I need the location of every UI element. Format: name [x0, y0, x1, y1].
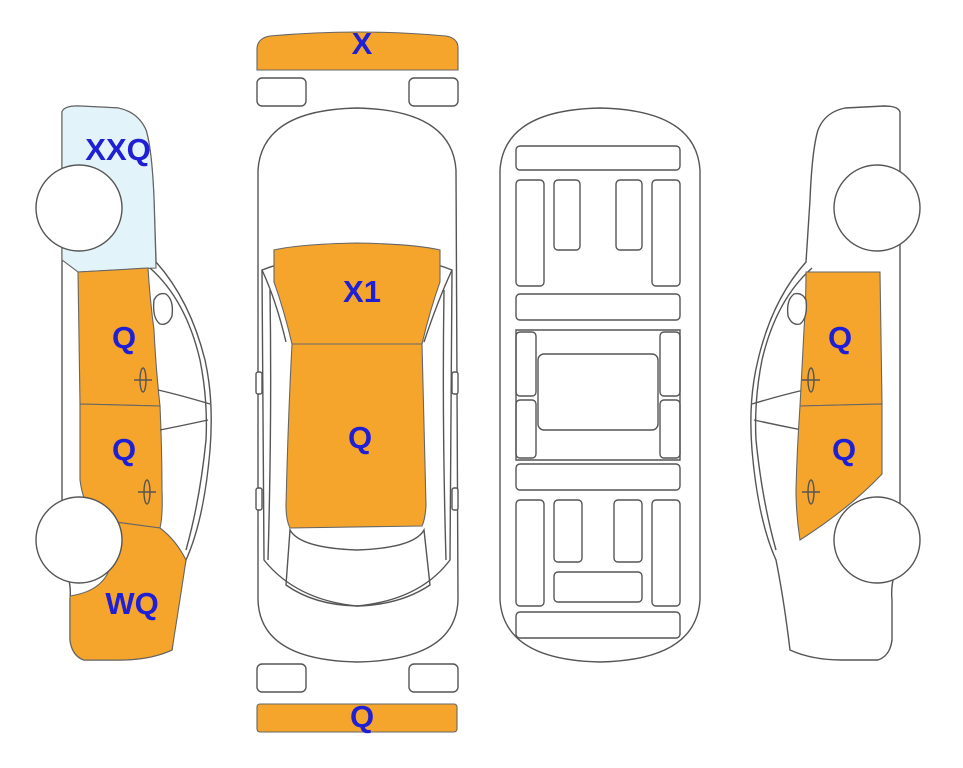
top-view-right-a-pillar: [423, 269, 453, 343]
left-rear-quarter-label: WQ: [105, 586, 158, 621]
underbody-front-left-inner: [553, 179, 581, 251]
front-right-light: [408, 77, 459, 107]
underbody-outline: [499, 107, 701, 663]
top-right-mirror: [451, 371, 459, 395]
underbody-rear-left-rail: [515, 499, 545, 607]
underbody-front-left-rail: [515, 179, 545, 287]
right-side-window-line-2: [753, 419, 803, 431]
underbody-left-sill-bottom: [515, 399, 537, 459]
underbody-mid-crossmember: [515, 293, 681, 321]
top-right-rear-handle: [451, 487, 459, 511]
top-view-right-rail: [442, 289, 447, 561]
underbody-front-crossmember: [515, 145, 681, 171]
roof-panel[interactable]: [285, 343, 427, 529]
right-mirror: [786, 292, 808, 326]
right-rear-door-handle: [802, 479, 820, 505]
underbody-view: [499, 107, 701, 663]
right-rear-wheel: [833, 496, 921, 584]
left-side-roofline: [149, 267, 208, 551]
rear-left-light: [256, 663, 307, 693]
top-view-left-a-pillar: [261, 269, 287, 343]
left-rear-door-handle: [138, 479, 156, 505]
left-front-door-label: Q: [112, 320, 136, 355]
left-mirror: [152, 292, 174, 326]
right-side-window-line: [751, 389, 805, 405]
left-rear-wheel: [35, 496, 123, 584]
top-view: X X1 Q Q: [255, 26, 459, 734]
left-front-door-panel[interactable]: [77, 267, 161, 407]
underbody-front-right-inner: [615, 179, 643, 251]
top-left-rear-handle: [255, 487, 263, 511]
right-side-roofline: [754, 267, 813, 551]
top-view-left-rail: [267, 289, 272, 561]
underbody-rear-right-inner: [613, 499, 643, 563]
underbody-right-sill-bottom: [659, 399, 681, 459]
rear-right-light: [408, 663, 459, 693]
right-side-view: Q Q: [750, 105, 921, 661]
underbody-rear-bumper-beam: [515, 611, 681, 639]
left-side-view: XXQ Q Q WQ: [35, 105, 212, 661]
left-side-window-line: [157, 389, 211, 405]
rear-bumper-label: Q: [350, 699, 374, 734]
left-windshield-pillar-label: XXQ: [85, 132, 150, 167]
left-side-window-line-2: [159, 419, 209, 431]
right-rear-door-panel[interactable]: [795, 403, 883, 541]
front-left-light: [256, 77, 307, 107]
hood-label: X1: [343, 274, 381, 309]
front-bumper-label: X: [352, 26, 373, 61]
rear-bumper-panel[interactable]: [256, 703, 458, 733]
underbody-rear-right-rail: [651, 499, 681, 607]
left-front-wheel: [35, 164, 123, 252]
right-front-door-handle: [802, 367, 820, 393]
underbody-rear-left-inner: [553, 499, 583, 563]
underbody-center-tunnel: [537, 353, 659, 431]
top-left-mirror: [255, 371, 263, 395]
roof-label: Q: [348, 420, 372, 455]
hood-panel[interactable]: [273, 242, 441, 345]
left-rear-door-label: Q: [112, 432, 136, 467]
front-bumper-panel[interactable]: [256, 31, 459, 71]
right-rear-door-label: Q: [832, 432, 856, 467]
right-front-wheel: [833, 164, 921, 252]
right-front-door-label: Q: [828, 320, 852, 355]
top-view-rear-window: [285, 527, 431, 607]
left-front-door-handle: [134, 367, 152, 393]
underbody-rear-crossmember: [515, 463, 681, 491]
underbody-rear-tank: [553, 571, 643, 603]
underbody-front-right-rail: [651, 179, 681, 287]
